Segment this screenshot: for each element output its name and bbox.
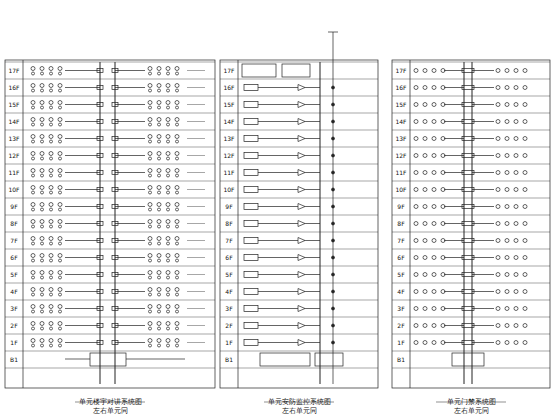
floor-label: 7F (9, 238, 18, 244)
floor-label: 5F (224, 272, 233, 278)
floor-label: 6F (224, 255, 233, 261)
floor-label: 17F (222, 68, 235, 74)
floor-label: 1F (9, 340, 18, 346)
floor-label: 4F (224, 289, 233, 295)
panel-caption: 左右单元同 (93, 407, 128, 416)
floor-label: 15F (394, 102, 407, 108)
floor-label: 9F (224, 204, 233, 210)
floor-label: 16F (7, 85, 20, 91)
floor-label: 12F (7, 153, 20, 159)
floor-label: 4F (9, 289, 18, 295)
floor-label: 3F (224, 306, 233, 312)
system-panel: 单元安防监控系统图左右单元同 (220, 60, 378, 416)
floor-label: 15F (222, 102, 235, 108)
floor-label: 14F (222, 119, 235, 125)
floor-label: 8F (396, 221, 405, 227)
floor-label: 8F (224, 221, 233, 227)
floor-label: 13F (7, 136, 20, 142)
floor-label: 5F (9, 272, 18, 278)
floor-label: 6F (9, 255, 18, 261)
floor-label: 12F (222, 153, 235, 159)
floor-label: 8F (9, 221, 18, 227)
floor-label: 1F (224, 340, 233, 346)
floor-label: 10F (394, 187, 407, 193)
floor-label: 9F (9, 204, 18, 210)
panel-caption: 左右单元同 (282, 407, 317, 416)
floor-label: 13F (394, 136, 407, 142)
floor-label: 11F (222, 170, 235, 176)
floor-label: 5F (396, 272, 405, 278)
floor-label: 14F (7, 119, 20, 125)
floor-label: 17F (394, 68, 407, 74)
floor-label: 4F (396, 289, 405, 295)
floor-label: 2F (9, 323, 18, 329)
floor-label: 9F (396, 204, 405, 210)
system-panel: 单元门禁系统图左右单元同 (392, 60, 550, 416)
floor-label: 14F (394, 119, 407, 125)
floor-label: 11F (7, 170, 20, 176)
system-panel: 单元楼宇对讲系统图左右单元同 (5, 60, 215, 416)
floor-label: 13F (222, 136, 235, 142)
floor-label: 7F (224, 238, 233, 244)
floor-label: 6F (396, 255, 405, 261)
floor-label: 2F (396, 323, 405, 329)
floor-label: B1 (9, 357, 19, 363)
floor-label: 15F (7, 102, 20, 108)
floor-label: 7F (396, 238, 405, 244)
floor-label: 11F (394, 170, 407, 176)
floor-label: 1F (396, 340, 405, 346)
floor-label: 17F (7, 68, 20, 74)
floor-label: 3F (396, 306, 405, 312)
floor-label: 16F (394, 85, 407, 91)
panel-caption: 单元安防监控系统图 (268, 398, 331, 407)
floor-label: 10F (222, 187, 235, 193)
floor-label: 10F (7, 187, 20, 193)
panel-caption: 单元门禁系统图 (447, 398, 496, 407)
floor-label: 12F (394, 153, 407, 159)
floor-label: 2F (224, 323, 233, 329)
floor-label: 16F (222, 85, 235, 91)
panel-caption: 单元楼宇对讲系统图 (79, 398, 142, 407)
panel-caption: 左右单元同 (454, 407, 489, 416)
floor-label: B1 (396, 357, 406, 363)
floor-label: 3F (9, 306, 18, 312)
floor-label: B1 (224, 357, 234, 363)
